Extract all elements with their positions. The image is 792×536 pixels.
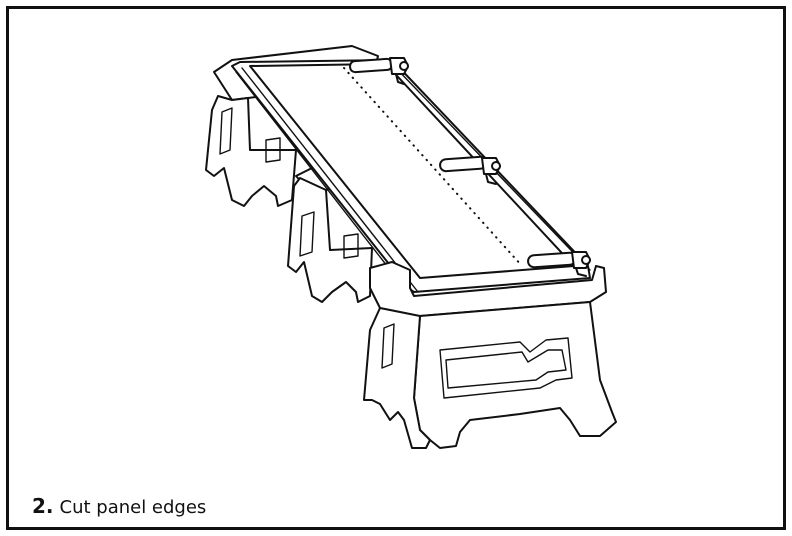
step-number: 2. [32,494,54,518]
step-caption: 2. Cut panel edges [32,494,206,522]
clamp-icon [349,57,409,85]
cut-line-icon [343,67,523,267]
clamp-icon [527,251,591,277]
step-title: Cut panel edges [59,497,207,518]
panel-board-icon [231,59,591,299]
step-stool-icon [363,261,617,449]
clamp-icon [439,155,501,185]
step-stool-icon [287,167,373,303]
